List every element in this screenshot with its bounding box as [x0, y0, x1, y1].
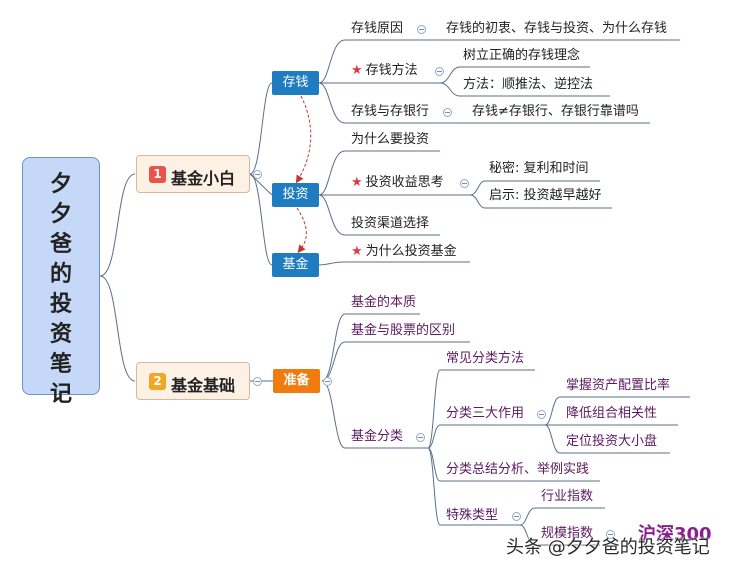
topic-cunqian-fangfa[interactable]: ★存钱方法 — [351, 64, 418, 77]
topic-touzi-sikao[interactable]: ★投资收益思考 — [351, 176, 444, 189]
topic-fangfa-sub1[interactable]: 树立正确的存钱理念 — [463, 48, 581, 63]
root-char: 的 — [49, 262, 72, 287]
topic-fenlei-zongjie[interactable]: 分类总结分析、举例实践 — [446, 462, 590, 477]
topic-cunqian-yuanyin-detail[interactable]: 存钱的初衷、存钱与投资、为什么存钱 — [446, 21, 668, 36]
topic-yinhang-detail[interactable]: 存钱≠存银行、存银行靠谱吗 — [472, 104, 639, 119]
watermark: 头条 @夕夕爸的投资笔记 — [506, 537, 710, 558]
topic-jijin-why[interactable]: ★为什么投资基金 — [351, 245, 457, 258]
topic-zuoyong-sub1[interactable]: 掌握资产配置比率 — [566, 378, 671, 393]
collapse-icon[interactable] — [443, 108, 452, 117]
topic-touzi[interactable]: 投资 — [272, 183, 319, 207]
topic-fenlei[interactable]: 基金分类 — [351, 429, 404, 444]
topic-cunqian-yinhang[interactable]: 存钱与存银行 — [351, 104, 430, 119]
collapse-icon[interactable] — [417, 25, 426, 34]
star-icon: ★ — [351, 175, 363, 190]
topic-fangfa-sub2[interactable]: 方法：顺推法、逆控法 — [463, 77, 594, 92]
topic-branch1[interactable]: 1 基金小白 — [136, 155, 250, 193]
topic-teshu-sub1[interactable]: 行业指数 — [541, 489, 594, 504]
topic-zuoyong-sub3[interactable]: 定位投资大小盘 — [566, 434, 658, 449]
topic-jijin[interactable]: 基金 — [272, 253, 319, 277]
collapse-icon[interactable] — [253, 377, 262, 386]
collapse-icon[interactable] — [537, 410, 546, 419]
topic-teshu-sub2[interactable]: 规模指数 — [541, 526, 594, 541]
topic-sikao-sub2[interactable]: 启示: 投资越早越好 — [489, 188, 602, 203]
topic-fenlei-teshu[interactable]: 特殊类型 — [446, 508, 499, 523]
topic-branch2[interactable]: 2 基金基础 — [136, 362, 250, 400]
topic-fenlei-fangfa[interactable]: 常见分类方法 — [446, 351, 525, 366]
topic-zhunbei[interactable]: 准备 — [273, 369, 320, 393]
collapse-icon[interactable] — [416, 433, 425, 442]
collapse-icon[interactable] — [460, 179, 469, 188]
number-badge: 1 — [149, 166, 166, 183]
topic-label: 为什么投资基金 — [365, 244, 457, 259]
annotation-hs300: 沪深300 — [638, 524, 712, 545]
root-char: 记 — [49, 382, 72, 407]
topic-touzi-why[interactable]: 为什么要投资 — [351, 132, 430, 147]
topic-cunqian-yuanyin[interactable]: 存钱原因 — [351, 21, 404, 36]
topic-sikao-sub1[interactable]: 秘密: 复利和时间 — [489, 161, 589, 176]
root-char: 投 — [49, 292, 72, 317]
root-char: 资 — [49, 322, 72, 347]
collapse-icon[interactable] — [435, 67, 444, 76]
topic-touzi-qudao[interactable]: 投资渠道选择 — [351, 216, 430, 231]
root-topic[interactable]: 夕 夕 爸 的 投 资 笔 记 — [22, 157, 100, 407]
root-title: 夕 夕 爸 的 投 资 笔 记 — [23, 170, 99, 410]
root-char: 爸 — [49, 232, 72, 257]
star-icon: ★ — [351, 244, 363, 259]
topic-cunqian[interactable]: 存钱 — [272, 71, 319, 95]
collapse-icon[interactable] — [512, 512, 521, 521]
root-char: 夕 — [49, 172, 72, 197]
topic-fenlei-zuoyong[interactable]: 分类三大作用 — [446, 406, 525, 421]
topic-benzhi[interactable]: 基金的本质 — [351, 295, 417, 310]
topic-zuoyong-sub2[interactable]: 降低组合相关性 — [566, 406, 658, 421]
topic-qubie[interactable]: 基金与股票的区别 — [351, 323, 456, 338]
topic-label: 存钱方法 — [365, 63, 418, 78]
topic-label: 投资收益思考 — [365, 175, 444, 190]
root-char: 笔 — [49, 352, 72, 377]
collapse-icon[interactable] — [606, 530, 615, 539]
number-badge: 2 — [149, 373, 166, 390]
collapse-icon[interactable] — [323, 377, 332, 386]
topic-label: 基金小白 — [171, 169, 236, 188]
root-char: 夕 — [49, 202, 72, 227]
star-icon: ★ — [351, 63, 363, 78]
topic-label: 基金基础 — [171, 376, 236, 395]
collapse-icon[interactable] — [253, 170, 262, 179]
